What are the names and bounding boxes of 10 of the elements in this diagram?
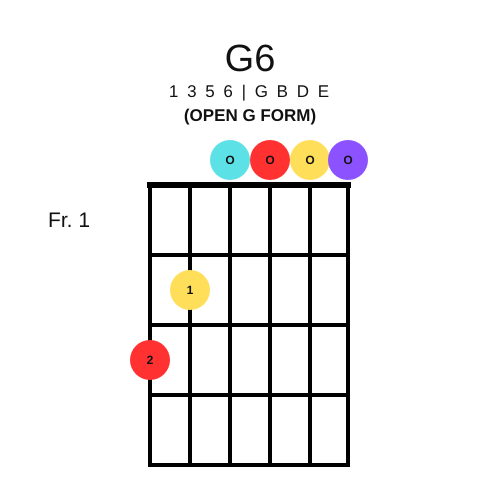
open-string-marker: O <box>210 140 250 180</box>
chord-title: G6 <box>224 38 276 81</box>
finger-dot: 1 <box>170 270 210 310</box>
open-string-marker: O <box>290 140 330 180</box>
open-string-marker: O <box>250 140 290 180</box>
open-string-marker: O <box>328 140 368 180</box>
finger-dot: 2 <box>130 340 170 380</box>
chord-tones: 1 3 5 6 | G B D E <box>168 82 332 102</box>
fret-number: Fr. 1 <box>48 209 90 233</box>
chord-form: (OPEN G FORM) <box>182 106 318 126</box>
